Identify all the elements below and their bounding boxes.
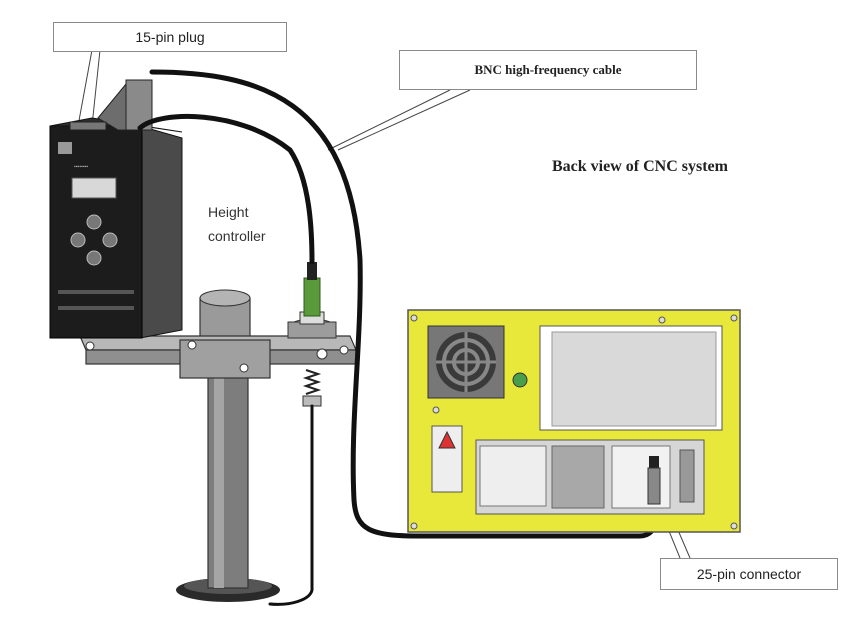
label-height-controller-line2: controller: [208, 228, 266, 244]
label-height-controller: Height controller: [208, 200, 266, 248]
height-controller-box: ▪▪▪▪▪▪▪▪: [49, 79, 183, 339]
torch-sensor: [287, 262, 337, 407]
label-bnc-cable: BNC high-frequency cable: [399, 50, 697, 90]
label-15pin-plug: 15-pin plug: [53, 22, 287, 52]
label-25pin-connector: 25-pin connector: [660, 558, 838, 590]
cnc-back-panel: [407, 309, 741, 533]
mounting-stand: [79, 289, 357, 602]
label-cnc-back-view: Back view of CNC system: [552, 158, 728, 175]
svg-text:▪▪▪▪▪▪▪▪: ▪▪▪▪▪▪▪▪: [74, 164, 88, 170]
cables: [137, 69, 663, 606]
label-height-controller-line1: Height: [208, 204, 249, 220]
